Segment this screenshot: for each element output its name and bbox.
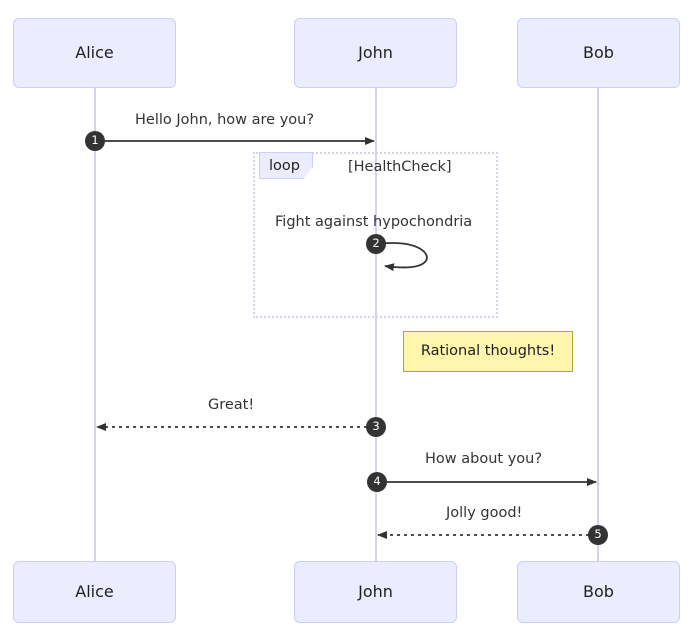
message-label-2: Fight against hypochondria: [275, 214, 473, 230]
actor-box-john-bottom[interactable]: John: [294, 561, 457, 623]
sequence-badge-2: 2: [366, 234, 386, 254]
actor-label-john-top: John: [358, 43, 393, 62]
lifeline-john: [375, 88, 377, 562]
actor-label-alice-bottom: Alice: [75, 582, 114, 601]
lifeline-bob: [597, 88, 599, 562]
note-box: Rational thoughts!: [403, 331, 573, 372]
sequence-badge-1: 1: [85, 131, 105, 151]
actor-box-alice-bottom[interactable]: Alice: [13, 561, 176, 623]
actor-box-bob-top[interactable]: Bob: [517, 18, 680, 88]
message-label-4: How about you?: [425, 451, 543, 467]
message-label-1: Hello John, how are you?: [135, 112, 315, 128]
actor-box-john-top[interactable]: John: [294, 18, 457, 88]
actor-box-alice-top[interactable]: Alice: [13, 18, 176, 88]
lifeline-alice: [94, 88, 96, 562]
message-label-3: Great!: [208, 397, 255, 413]
loop-fragment: [253, 152, 498, 318]
sequence-badge-3: 3: [366, 417, 386, 437]
actor-label-bob-bottom: Bob: [583, 582, 614, 601]
loop-title-label: [HealthCheck]: [348, 159, 452, 175]
actor-label-bob-top: Bob: [583, 43, 614, 62]
actor-box-bob-bottom[interactable]: Bob: [517, 561, 680, 623]
message-label-5: Jolly good!: [446, 505, 523, 521]
sequence-badge-5: 5: [588, 525, 608, 545]
sequence-badge-4: 4: [367, 472, 387, 492]
loop-tag-label: loop: [259, 152, 313, 179]
note-text: Rational thoughts!: [420, 343, 556, 360]
actor-label-alice-top: Alice: [75, 43, 114, 62]
actor-label-john-bottom: John: [358, 582, 393, 601]
